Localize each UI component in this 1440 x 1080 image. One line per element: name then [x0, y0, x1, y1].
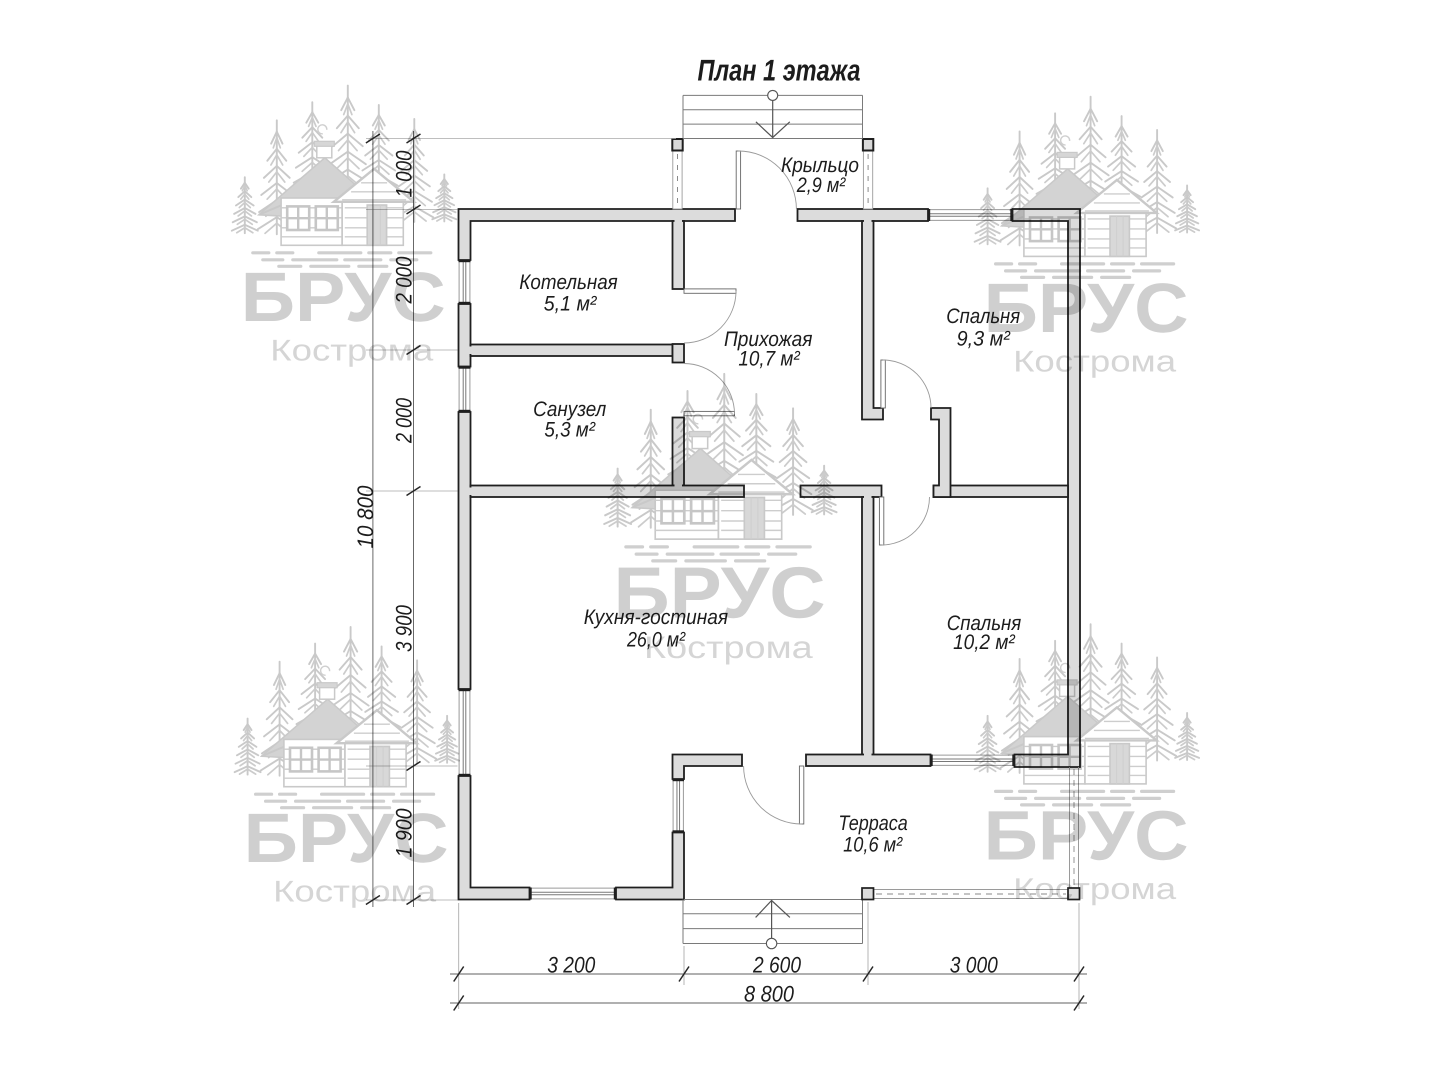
- svg-text:Спальня: Спальня: [947, 612, 1022, 635]
- svg-text:5,3 м²: 5,3 м²: [544, 419, 595, 442]
- svg-text:Прихожая: Прихожая: [724, 328, 813, 351]
- svg-text:10,6 м²: 10,6 м²: [843, 834, 903, 857]
- svg-text:Терраса: Терраса: [838, 812, 907, 835]
- svg-text:Котельная: Котельная: [519, 271, 617, 294]
- svg-text:3 200: 3 200: [547, 953, 595, 978]
- svg-text:10,2 м²: 10,2 м²: [953, 631, 1015, 654]
- svg-text:2,9 м²: 2,9 м²: [796, 174, 846, 197]
- svg-text:2 000: 2 000: [392, 398, 417, 444]
- svg-text:5,1 м²: 5,1 м²: [544, 293, 598, 316]
- svg-text:10 800: 10 800: [353, 485, 378, 548]
- svg-text:План 1 этажа: План 1 этажа: [698, 55, 861, 88]
- svg-text:Крыльцо: Крыльцо: [781, 154, 859, 177]
- svg-text:10,7 м²: 10,7 м²: [738, 348, 800, 371]
- svg-text:Санузел: Санузел: [533, 398, 606, 421]
- svg-text:3 000: 3 000: [950, 953, 998, 978]
- svg-text:2 600: 2 600: [752, 953, 801, 978]
- svg-text:3 900: 3 900: [392, 605, 417, 652]
- svg-text:8 800: 8 800: [744, 982, 794, 1007]
